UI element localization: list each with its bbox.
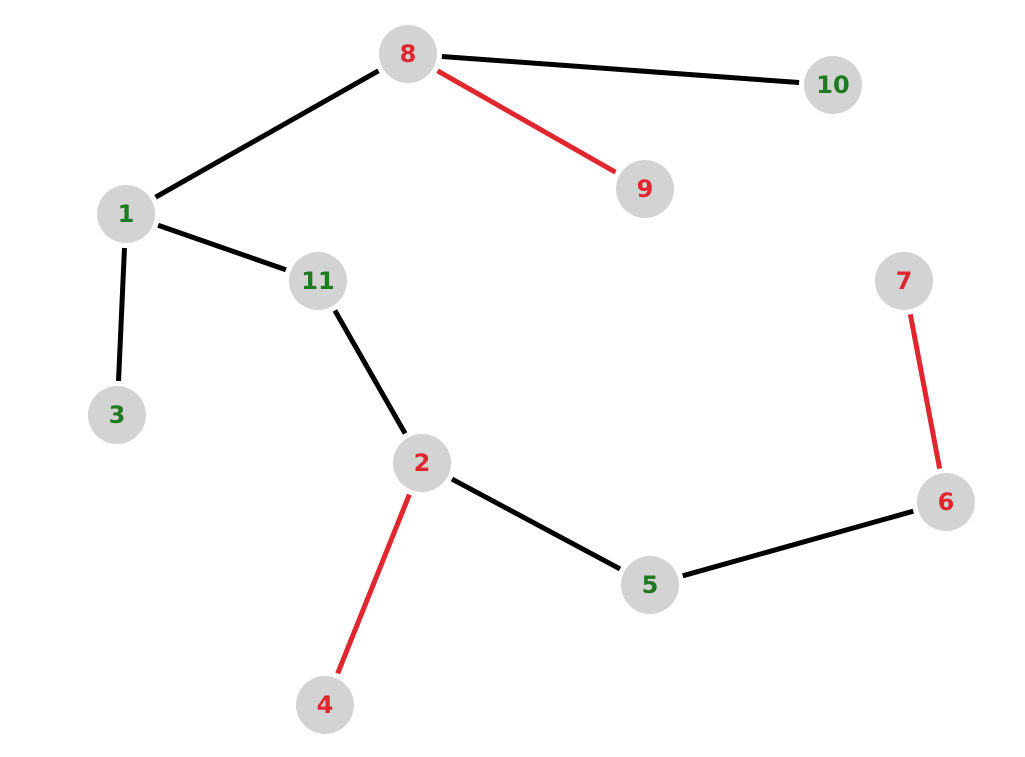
edge-2-5: [450, 476, 622, 572]
node-label: 1: [118, 200, 135, 228]
nodes-layer: 1 2 3 4 5 6 7 8 9 10 11: [88, 25, 975, 734]
node-6: 6: [917, 473, 975, 531]
node-1: 1: [97, 185, 155, 243]
node-circle: [875, 252, 933, 310]
node-8: 8: [379, 25, 437, 83]
node-5: 5: [621, 556, 679, 614]
edge-8-9: [436, 68, 617, 175]
node-circle: [88, 386, 146, 444]
node-label: 8: [400, 40, 417, 68]
node-circle: [393, 434, 451, 492]
edge-8-10: [441, 53, 800, 86]
edges-layer: [116, 53, 943, 675]
node-circle: [616, 160, 674, 218]
edge-6-7: [907, 313, 943, 470]
edge-2-4: [335, 493, 412, 675]
edge-11-2: [332, 309, 408, 435]
node-label: 2: [414, 449, 431, 477]
node-label: 6: [938, 488, 955, 516]
node-label: 5: [642, 571, 659, 599]
node-label: 4: [317, 691, 334, 719]
node-3: 3: [88, 386, 146, 444]
node-circle: [97, 185, 155, 243]
node-circle: [917, 473, 975, 531]
node-circle: [379, 25, 437, 83]
node-circle: [289, 252, 347, 310]
node-label: 7: [896, 267, 913, 295]
edge-5-6: [682, 508, 914, 579]
node-11: 11: [289, 252, 347, 310]
node-10: 10: [804, 56, 862, 114]
node-circle: [804, 56, 862, 114]
edge-1-11: [157, 222, 287, 273]
node-2: 2: [393, 434, 451, 492]
edge-8-1: [154, 68, 380, 200]
edge-1-3: [116, 247, 127, 382]
node-circle: [621, 556, 679, 614]
node-circle: [296, 676, 354, 734]
node-label: 3: [109, 401, 126, 429]
node-label: 11: [301, 267, 334, 295]
node-label: 10: [816, 71, 849, 99]
node-7: 7: [875, 252, 933, 310]
node-4: 4: [296, 676, 354, 734]
node-9: 9: [616, 160, 674, 218]
node-label: 9: [637, 175, 654, 203]
